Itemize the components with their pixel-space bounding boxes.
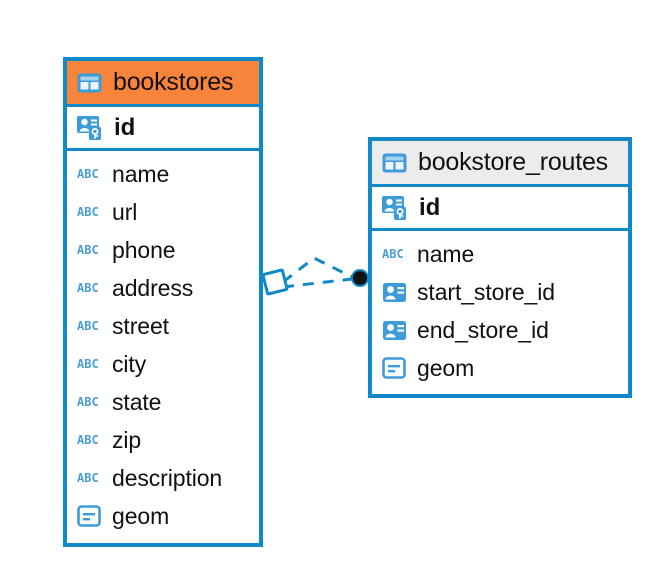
column-row-city[interactable]: ABC city bbox=[67, 345, 259, 383]
relationship-line-upper bbox=[282, 256, 353, 284]
geometry-type-icon bbox=[77, 505, 103, 527]
text-type-icon: ABC bbox=[382, 247, 404, 261]
entity-header-bookstore-routes[interactable]: bookstore_routes bbox=[372, 141, 628, 187]
text-type-icon: ABC bbox=[77, 319, 99, 333]
column-row-start-store-id[interactable]: start_store_id bbox=[372, 273, 628, 311]
column-name: geom bbox=[417, 354, 475, 381]
column-list-bookstores: ABC name ABC url ABC phone ABC address A… bbox=[67, 151, 259, 539]
column-row-end-store-id[interactable]: end_store_id bbox=[372, 311, 628, 349]
column-row-street[interactable]: ABC street bbox=[67, 307, 259, 345]
column-list-bookstore-routes: ABC name start_store_id bbox=[372, 231, 628, 391]
column-name: state bbox=[112, 388, 162, 415]
column-row-state[interactable]: ABC state bbox=[67, 383, 259, 421]
column-name: zip bbox=[112, 426, 142, 453]
column-name: geom bbox=[112, 502, 170, 529]
entity-title: bookstores bbox=[113, 68, 234, 96]
column-row-url[interactable]: ABC url bbox=[67, 193, 259, 231]
entity-title: bookstore_routes bbox=[418, 148, 608, 176]
column-row-zip[interactable]: ABC zip bbox=[67, 421, 259, 459]
text-type-icon: ABC bbox=[77, 243, 99, 257]
column-row-primary-key[interactable]: id bbox=[372, 187, 628, 231]
column-row-name[interactable]: ABC name bbox=[372, 235, 628, 273]
column-name: phone bbox=[112, 236, 176, 263]
primary-key-icon bbox=[76, 115, 104, 141]
column-name: description bbox=[112, 464, 223, 491]
entity-bookstore-routes[interactable]: bookstore_routes id ABC bbox=[368, 137, 632, 398]
foreign-key-icon bbox=[382, 282, 408, 303]
column-row-phone[interactable]: ABC phone bbox=[67, 231, 259, 269]
text-type-icon: ABC bbox=[77, 205, 99, 219]
column-name: address bbox=[112, 274, 194, 301]
text-type-icon: ABC bbox=[77, 357, 99, 371]
geometry-type-icon bbox=[382, 357, 408, 379]
column-name: street bbox=[112, 312, 169, 339]
text-type-icon: ABC bbox=[77, 167, 99, 181]
relationship-line-lower bbox=[282, 277, 353, 289]
table-icon bbox=[381, 151, 408, 175]
foreign-key-icon bbox=[382, 320, 408, 341]
text-type-icon: ABC bbox=[77, 433, 99, 447]
column-name: start_store_id bbox=[417, 278, 555, 305]
column-name: name bbox=[112, 160, 170, 187]
column-name: end_store_id bbox=[417, 316, 549, 343]
primary-key-icon bbox=[381, 195, 409, 221]
dot-endpoint[interactable] bbox=[351, 269, 369, 287]
text-type-icon: ABC bbox=[77, 471, 99, 485]
column-row-geom[interactable]: geom bbox=[67, 497, 259, 535]
column-row-geom[interactable]: geom bbox=[372, 349, 628, 387]
entity-bookstores[interactable]: bookstores id ABC bbox=[63, 57, 263, 547]
table-icon bbox=[76, 71, 103, 95]
column-name: name bbox=[417, 240, 475, 267]
column-name: url bbox=[112, 198, 138, 225]
text-type-icon: ABC bbox=[77, 395, 99, 409]
column-row-address[interactable]: ABC address bbox=[67, 269, 259, 307]
column-row-description[interactable]: ABC description bbox=[67, 459, 259, 497]
diamond-endpoint[interactable] bbox=[261, 268, 289, 296]
entity-header-bookstores[interactable]: bookstores bbox=[67, 61, 259, 107]
column-name: city bbox=[112, 350, 147, 377]
column-name: id bbox=[419, 193, 441, 221]
column-row-primary-key[interactable]: id bbox=[67, 107, 259, 151]
text-type-icon: ABC bbox=[77, 281, 99, 295]
column-name: id bbox=[114, 113, 136, 141]
column-row-name[interactable]: ABC name bbox=[67, 155, 259, 193]
